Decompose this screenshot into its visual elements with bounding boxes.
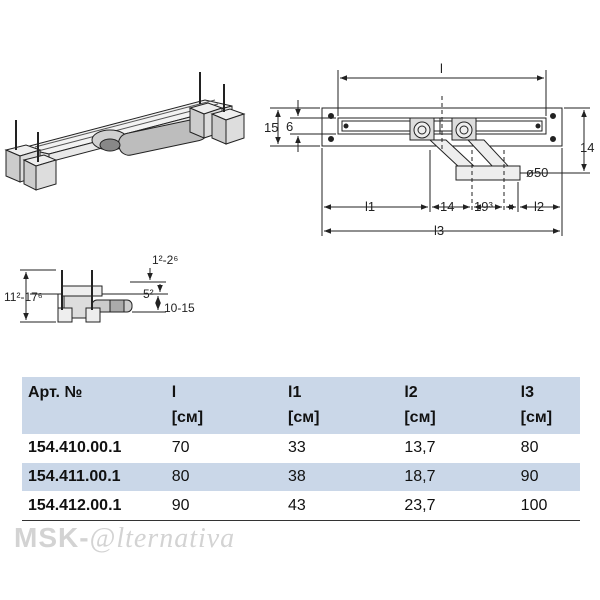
cell-l2: 18,7 (398, 462, 515, 492)
table-row: 154.410.00.1 70 33 13,7 80 (22, 434, 580, 463)
cell-l: 70 (171, 439, 190, 456)
dim-15: 15 (264, 120, 278, 135)
header-l3-unit: [см] (520, 409, 553, 426)
cell-l1: 33 (288, 439, 306, 456)
cell-l3: 100 (514, 491, 580, 521)
cell-l1: 43 (282, 491, 399, 521)
cell-l2: 13,7 (404, 439, 436, 456)
header-l3: l3 [см] (515, 377, 580, 434)
header-art-label: Арт. № (28, 384, 83, 401)
cell-l1: 38 (282, 462, 399, 492)
side-dim-range-left: 11²-17⁶ (4, 290, 43, 304)
dim-l: l (440, 61, 443, 76)
side-dim-mid: 5² (143, 287, 154, 301)
table-row: 154.412.00.1 90 43 23,7 100 (22, 491, 580, 521)
dim-l3: l3 (434, 223, 444, 238)
cell-l3: 90 (514, 462, 580, 492)
dim-19: 19³ (474, 199, 493, 214)
side-dim-range-right: 10-15 (164, 301, 195, 315)
cell-l: 90 (165, 491, 283, 521)
side-view (20, 268, 168, 323)
watermark-right: lternativa (116, 523, 236, 554)
header-art: Арт. № (22, 377, 166, 434)
watermark: MSK-@lternativa (14, 522, 235, 555)
header-l1-unit: [см] (288, 409, 320, 426)
header-l-unit: [см] (171, 409, 204, 426)
cell-art: 154.411.00.1 (22, 462, 166, 492)
dim-6: 6 (286, 119, 293, 134)
dim-l2: l2 (534, 199, 544, 214)
dim-l1: l1 (365, 199, 375, 214)
watermark-left: MSK- (14, 522, 90, 553)
spec-table: Арт. № l [см] l1 [см] l2 [см] l3 [см] 15… (22, 377, 580, 521)
dim-diameter: ø50 (526, 165, 548, 180)
cell-art: 154.412.00.1 (22, 491, 166, 521)
cell-l: 80 (165, 462, 283, 492)
dim-14-vertical: 14 (580, 140, 594, 155)
top-view (270, 70, 590, 236)
table-header-row: Арт. № l [см] l1 [см] l2 [см] l3 [см] (22, 377, 580, 434)
dim-14-horizontal: 14 (440, 199, 454, 214)
cell-l3: 80 (520, 439, 539, 456)
header-l3-label: l3 (520, 384, 535, 401)
header-l-label: l (171, 384, 177, 401)
table-row: 154.411.00.1 80 38 18,7 90 (22, 462, 580, 492)
cell-art: 154.410.00.1 (28, 439, 122, 456)
cell-l2: 23,7 (398, 491, 515, 521)
header-l1: l1 [см] (282, 377, 398, 434)
technical-drawing: l 15 6 14 ø50 l1 14 19³ l2 l3 11²-17⁶ 1²… (4, 61, 594, 323)
header-l2: l2 [см] (398, 377, 514, 434)
isometric-view (4, 72, 246, 191)
header-l: l [см] (166, 377, 282, 434)
side-dim-range-top: 1²-2⁶ (152, 253, 178, 267)
watermark-a-logo: @ (89, 523, 117, 554)
header-l2-label: l2 (404, 384, 418, 401)
header-l1-label: l1 (288, 384, 302, 401)
header-l2-unit: [см] (404, 409, 436, 426)
